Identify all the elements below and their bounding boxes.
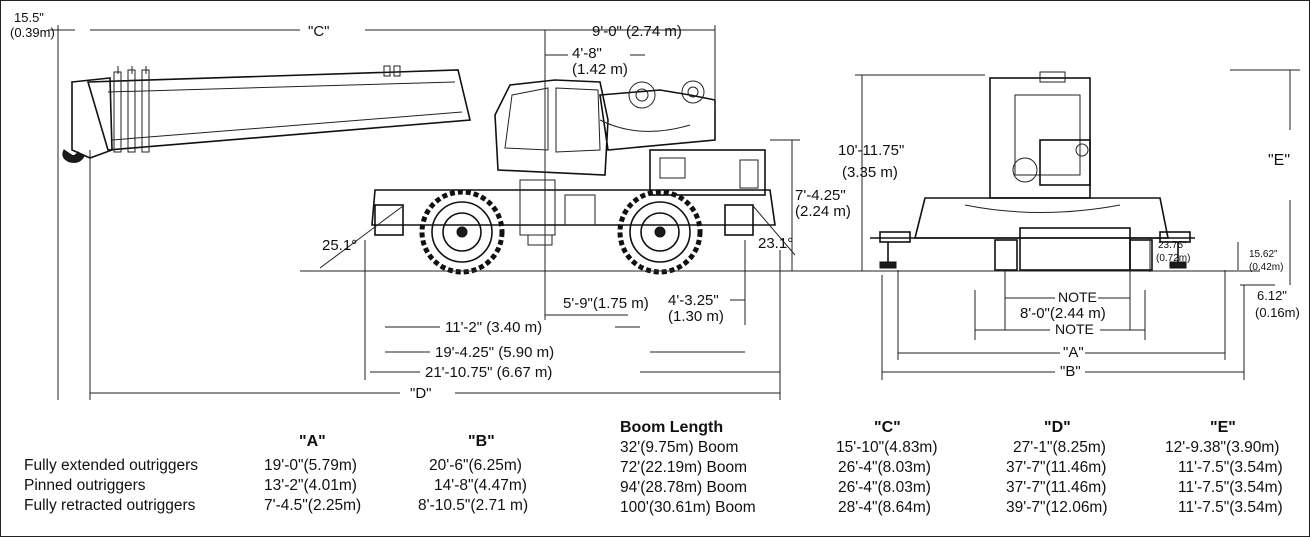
rear-view-dimensions [855, 69, 1300, 380]
col-e-header: "E" [1210, 419, 1236, 436]
axle-to-rotation: 5'-9"(1.75 m) [563, 295, 649, 312]
front-outrigger [374, 204, 404, 236]
stow-height-in: 15.5" [14, 10, 44, 25]
side-view-labels: 15.5" (0.39m) "C" 9'-0" (2.74 m) 4'-8" (… [10, 10, 851, 402]
cab-offset-m: (1.42 m) [572, 61, 628, 78]
ground-clear-in: 6.12" [1257, 288, 1287, 303]
ground-clear-m: (0.16m) [1255, 305, 1300, 320]
dim-c-label: "C" [308, 23, 329, 40]
col-a-header: "A" [299, 433, 326, 450]
dim-d-label: "D" [410, 385, 431, 402]
note-bottom: NOTE [1055, 321, 1094, 337]
operator-cab [494, 79, 609, 176]
boom-head [71, 77, 113, 159]
carrier-length-label: 21'-10.75" (6.67 m) [425, 364, 552, 381]
height-m: (3.35 m) [842, 164, 898, 181]
col-c-header: "C" [874, 419, 901, 436]
col-d-header: "D" [1044, 419, 1071, 436]
stow-height-m: (0.39m) [10, 25, 55, 40]
float-m: (0.42m) [1249, 262, 1283, 273]
rear-outrigger [724, 204, 754, 236]
table-row: 100'(30.61m) Boom 28'-4"(8.64m) 39'-7"(1… [620, 499, 1283, 516]
boom [86, 69, 471, 151]
table-row: Fully retracted outriggers 7'-4.5"(2.25m… [24, 497, 529, 514]
pad-clear-in: 23.75" [1158, 240, 1187, 251]
side-view-crane [62, 65, 860, 275]
rear-wheel [617, 189, 703, 275]
dim-e-label: "E" [1268, 152, 1290, 169]
hook [62, 149, 85, 163]
dim-b-label: "B" [1060, 363, 1081, 380]
table-row: 72'(22.19m) Boom 26'-4"(8.03m) 37'-7"(11… [620, 459, 1283, 476]
table-row: 32'(9.75m) Boom 15'-10"(4.83m) 27'-1"(8.… [620, 439, 1280, 456]
front-wheel [419, 189, 505, 275]
outrigger-table: "A" "B" Fully extended outriggers 19'-0"… [24, 432, 584, 516]
carrier-frame [371, 189, 776, 226]
superstructure [599, 89, 716, 151]
cab-offset-ft: 4'-8" [572, 45, 602, 62]
note-top: NOTE [1058, 289, 1097, 305]
rear-view-labels: 10'-11.75" (3.35 m) "E" 23.75" (0.72m) 1… [838, 142, 1300, 380]
table-row: Fully extended outriggers 19'-0"(5.79m) … [24, 457, 522, 474]
dim-a-label: "A" [1063, 344, 1084, 361]
float-in: 15.62" [1249, 249, 1278, 260]
approach-angle: 25.1° [322, 237, 357, 254]
col-boom-header: Boom Length [620, 419, 724, 436]
rear-offset-label: 9'-0" (2.74 m) [592, 23, 682, 40]
engine-housing [649, 149, 766, 196]
deck-height-m: (2.24 m) [795, 203, 851, 220]
height-ft: 10'-11.75" [838, 142, 904, 159]
rear-axle-housing [1019, 227, 1131, 271]
outrigger-span-label: 19'-4.25" (5.90 m) [435, 344, 554, 361]
rear-axle-m: (1.30 m) [668, 308, 724, 325]
track-width: 8'-0"(2.44 m) [1020, 305, 1106, 322]
pad-clear-m: (0.72m) [1156, 253, 1190, 264]
wheelbase-label: 11'-2" (3.40 m) [445, 319, 542, 336]
table-row: 94'(28.78m) Boom 26'-4"(8.03m) 37'-7"(11… [620, 479, 1283, 496]
side-view-dimensions [48, 25, 800, 400]
departure-angle: 23.1° [758, 235, 793, 252]
rear-axle-ft: 4'-3.25" [668, 292, 719, 309]
col-b-header: "B" [468, 433, 495, 450]
boom-table: Boom Length "C" "D" "E" 32'(9.75m) Boom … [620, 418, 1305, 518]
table-row: Pinned outriggers 13'-2"(4.01m) 14'-8"(4… [24, 477, 527, 494]
deck-height-ft: 7'-4.25" [795, 187, 846, 204]
